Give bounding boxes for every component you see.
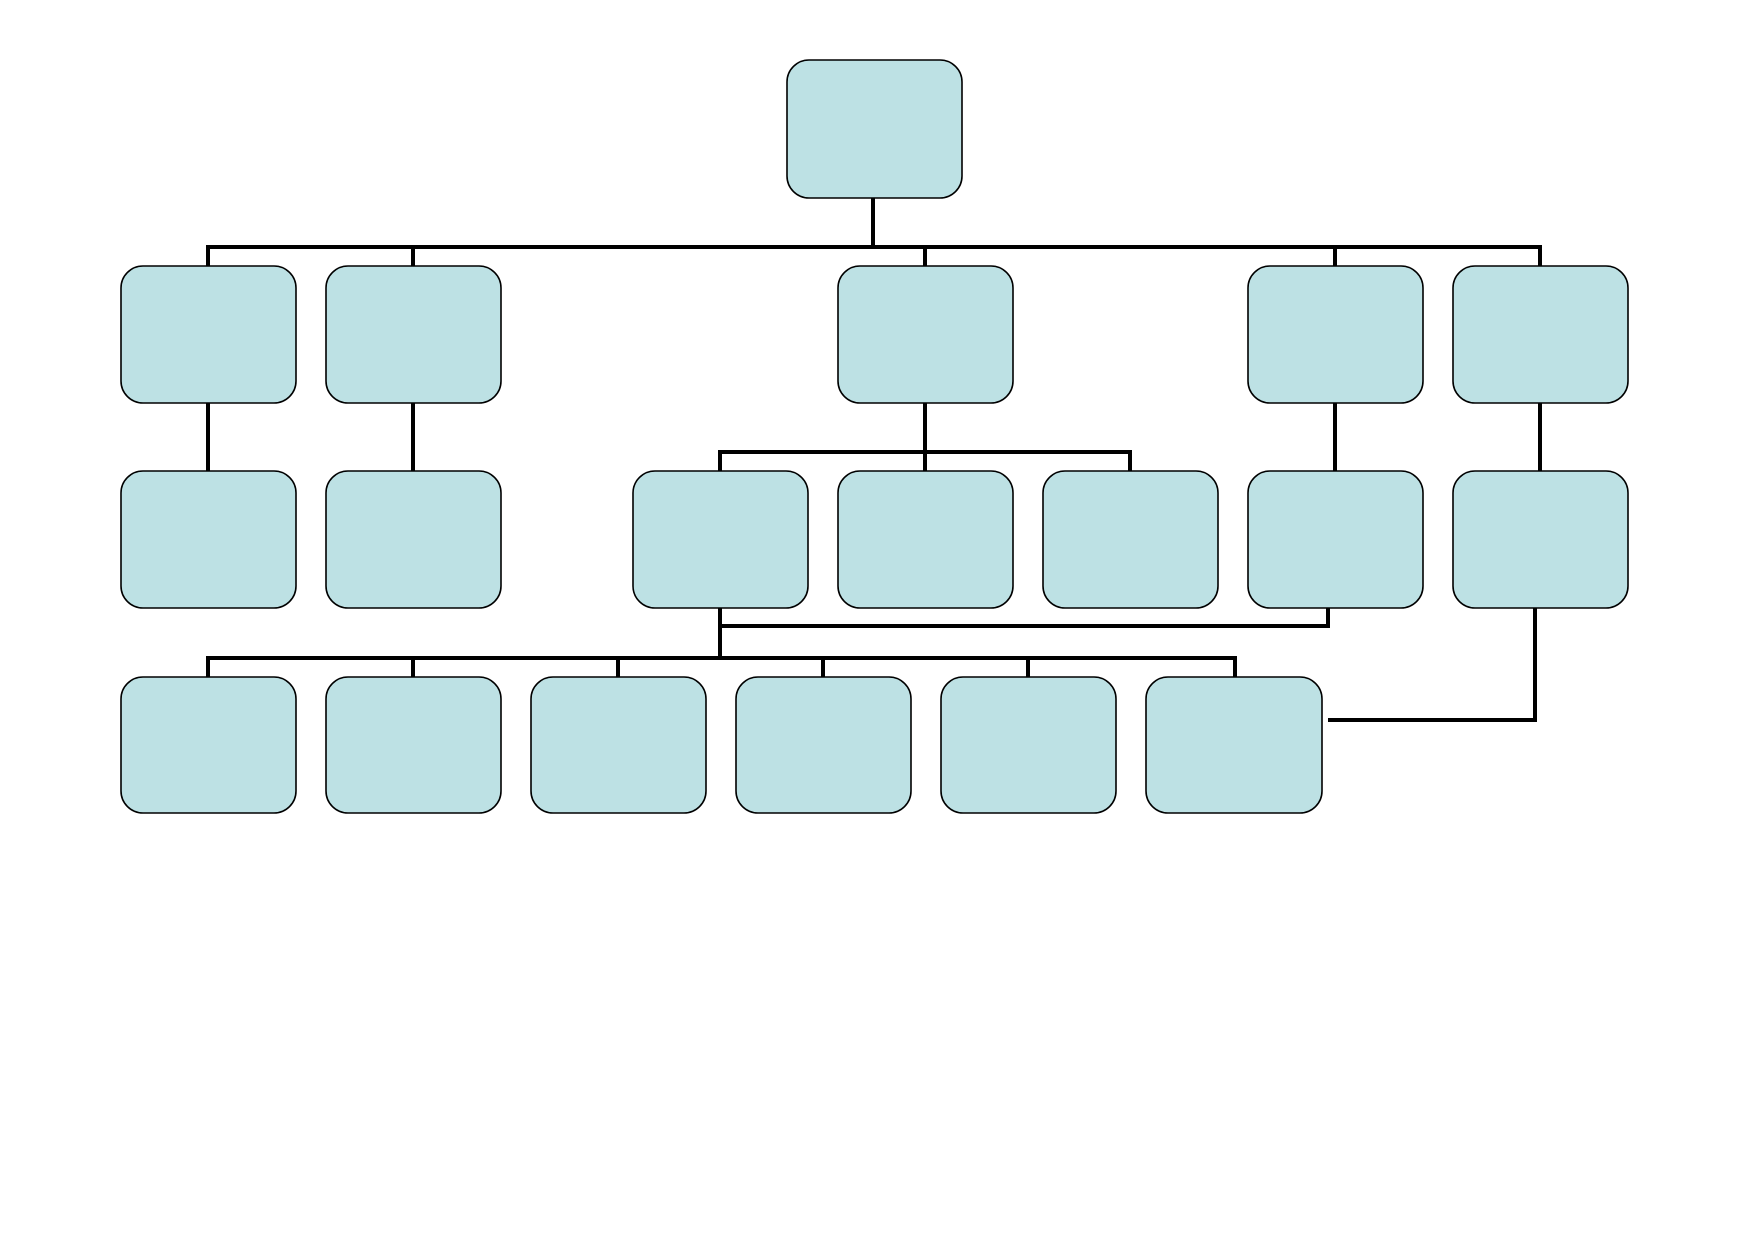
org-node-l3-a[interactable] xyxy=(120,676,297,814)
org-chart-nodes xyxy=(120,59,1629,814)
connector-l2-c-l2-f xyxy=(718,606,1330,628)
org-node-l1-d[interactable] xyxy=(1247,265,1424,404)
org-node-root[interactable] xyxy=(786,59,963,199)
org-node-l2-e[interactable] xyxy=(1042,470,1219,609)
org-node-l3-b[interactable] xyxy=(325,676,502,814)
org-node-l2-c[interactable] xyxy=(632,470,809,609)
connector-l2-g-l3-f xyxy=(1328,606,1537,722)
org-node-l3-c[interactable] xyxy=(530,676,707,814)
org-node-l2-g[interactable] xyxy=(1452,470,1629,609)
org-node-l3-d[interactable] xyxy=(735,676,912,814)
org-node-l2-f[interactable] xyxy=(1247,470,1424,609)
org-node-l1-e[interactable] xyxy=(1452,265,1629,404)
org-node-l3-f[interactable] xyxy=(1145,676,1323,814)
org-node-l1-a[interactable] xyxy=(120,265,297,404)
org-node-l1-c[interactable] xyxy=(837,265,1014,404)
org-node-l1-b[interactable] xyxy=(325,265,502,404)
org-node-l2-d[interactable] xyxy=(837,470,1014,609)
org-node-l2-a[interactable] xyxy=(120,470,297,609)
connector-lines xyxy=(206,196,1542,722)
org-node-l2-b[interactable] xyxy=(325,470,502,609)
org-node-l3-e[interactable] xyxy=(940,676,1117,814)
